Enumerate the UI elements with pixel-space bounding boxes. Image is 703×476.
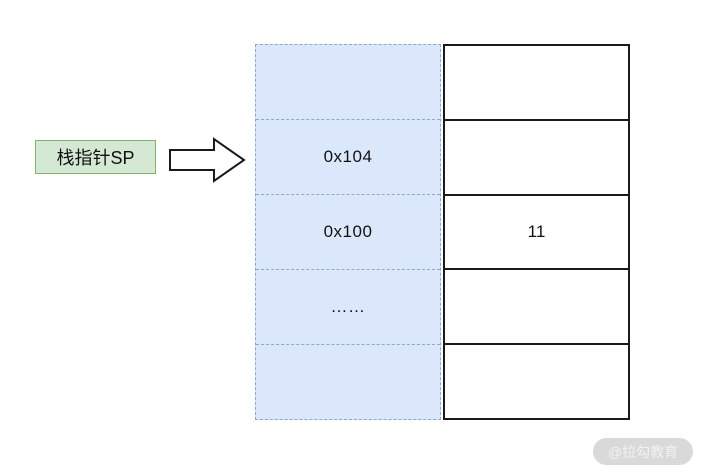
address-column: 0x104 0x100 …… xyxy=(255,44,441,420)
address-cell: 0x100 xyxy=(256,194,440,269)
value-cell xyxy=(445,268,628,343)
address-cell: …… xyxy=(256,269,440,344)
value-cell xyxy=(445,118,628,194)
address-cell: 0x104 xyxy=(256,119,440,194)
value-cell: 11 xyxy=(445,193,628,269)
address-cell xyxy=(256,45,440,119)
right-block-arrow-svg xyxy=(169,137,246,183)
address-cell xyxy=(256,344,440,419)
value-cell xyxy=(445,343,628,418)
value-column: 11 xyxy=(443,44,630,420)
value-cell xyxy=(445,46,628,119)
watermark-badge: @拉勾教育 xyxy=(593,438,693,465)
stack-pointer-label: 栈指针SP xyxy=(35,140,156,174)
right-block-arrow-icon xyxy=(168,137,246,183)
